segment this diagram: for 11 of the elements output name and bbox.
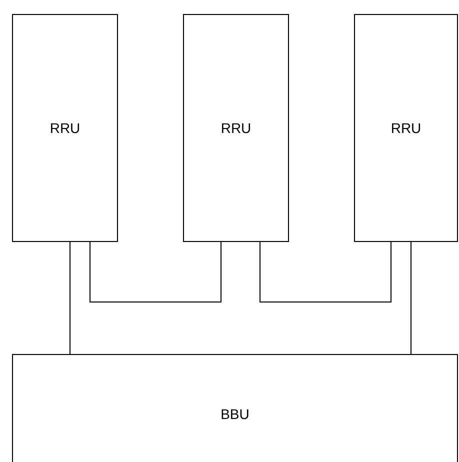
unit-box <box>12 14 118 242</box>
unit-label: RRU <box>220 120 252 136</box>
unit-label: BBU <box>220 406 250 422</box>
unit-label: RRU <box>390 120 422 136</box>
unit-box <box>354 14 458 242</box>
connector-line <box>410 242 412 354</box>
connector-line <box>90 242 222 302</box>
unit-box <box>183 14 289 242</box>
unit-label: RRU <box>50 120 80 136</box>
unit-box <box>12 354 458 462</box>
connector-line <box>260 242 392 302</box>
